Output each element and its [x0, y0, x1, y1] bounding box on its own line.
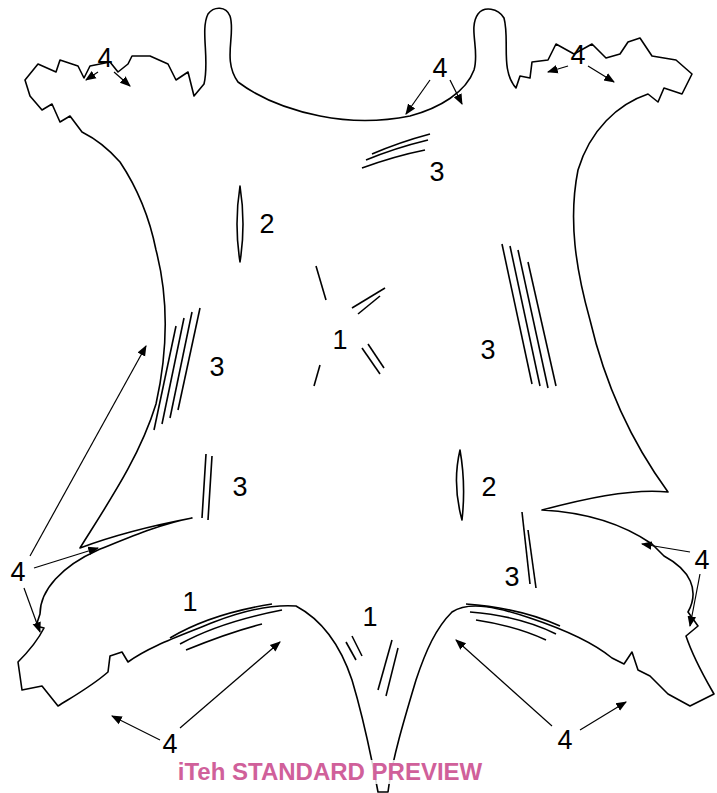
callout-number: 1: [332, 327, 347, 354]
callout-number: 4: [570, 42, 585, 69]
watermark: iTeh STANDARD PREVIEW: [175, 760, 485, 784]
callout-number: 2: [259, 211, 274, 238]
callout-number: 3: [480, 337, 495, 364]
callout-number: 1: [362, 604, 377, 631]
callout-number: 4: [694, 547, 709, 574]
callout-number: 4: [97, 45, 112, 72]
callout-number: 1: [182, 589, 197, 616]
callout-number: 3: [504, 564, 519, 591]
callout-number: 4: [432, 55, 447, 82]
callout-number: 4: [557, 727, 572, 754]
hide-outline: [18, 8, 714, 792]
callout-number: 4: [162, 731, 177, 758]
callout-number: 4: [10, 559, 25, 586]
callout-number: 3: [209, 354, 224, 381]
callout-number: 2: [481, 474, 496, 501]
leader-arrows: [24, 66, 700, 740]
defect-strokes: [154, 134, 560, 696]
callout-number: 3: [232, 474, 247, 501]
callout-number: 3: [429, 159, 444, 186]
